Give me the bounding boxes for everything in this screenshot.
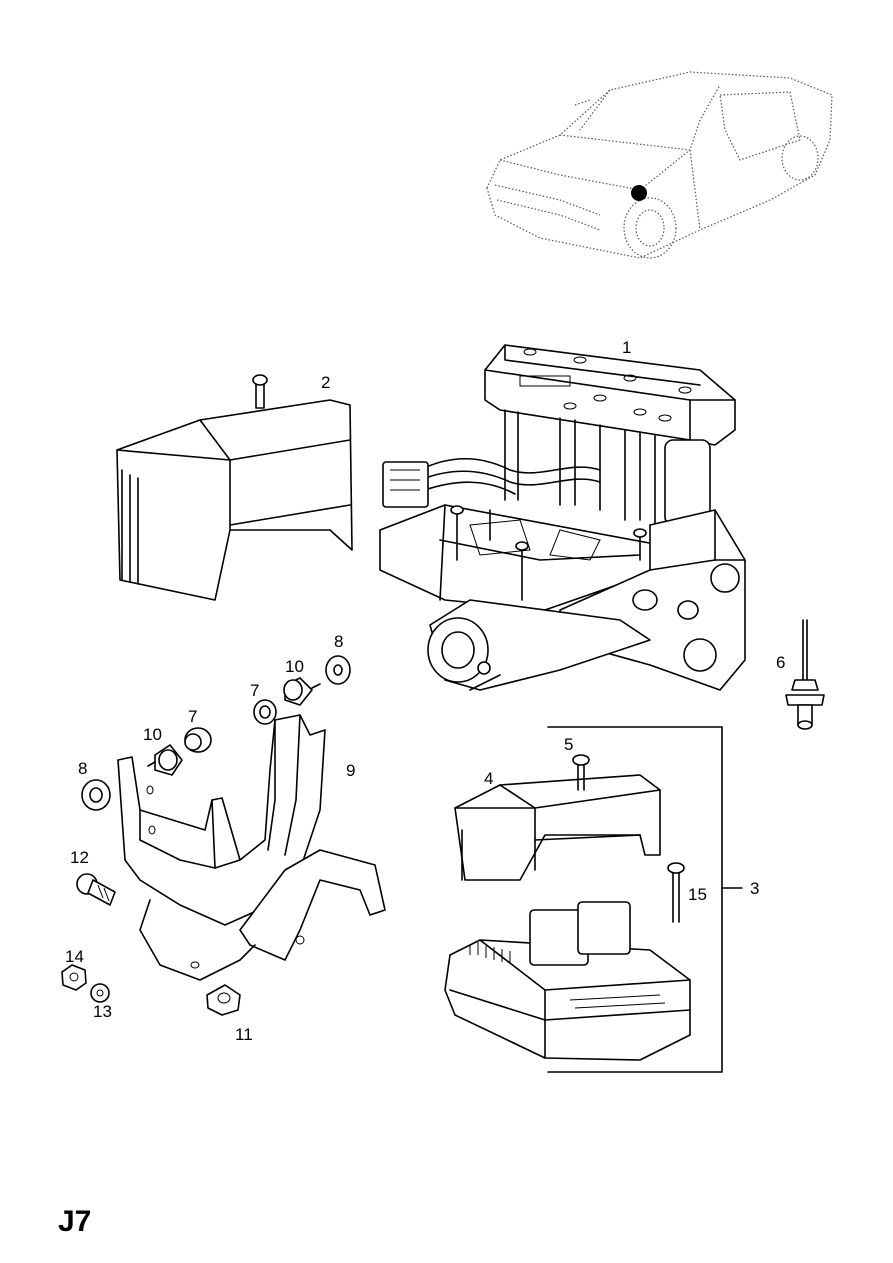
part-3-group-bracket-line: [547, 726, 743, 1073]
page-code: J7: [58, 1205, 92, 1238]
callout-14: 14: [65, 947, 84, 966]
callout-2: 2: [321, 373, 330, 392]
abs-unit-location-marker: [631, 185, 647, 201]
control-unit-base: [444, 901, 691, 1061]
callout-8-upper: 8: [334, 632, 343, 651]
callout-7-lower: 7: [188, 707, 197, 726]
callout-10-lower: 10: [143, 725, 162, 744]
callout-3: 3: [750, 879, 759, 898]
callout-9: 9: [346, 761, 355, 780]
part-7-bush-upper: [253, 699, 277, 725]
vehicle-locator-illustration: [486, 71, 833, 259]
part-8-mount-upper: [325, 655, 351, 685]
part-callouts: 1 2 3 4 5 6 7 7 8 8 9 10 10 11 12 13 14 …: [65, 338, 785, 1044]
part-11-clip: [206, 984, 241, 1016]
part-4-control-unit-cover: [454, 774, 661, 881]
callout-15: 15: [688, 885, 707, 904]
callout-7-upper: 7: [250, 681, 259, 700]
part-10-bush-lower: [147, 744, 183, 776]
callout-8-lower: 8: [78, 759, 87, 778]
part-14-nut: [61, 964, 87, 991]
callout-6: 6: [776, 653, 785, 672]
callout-12: 12: [70, 848, 89, 867]
part-12-bolt: [76, 873, 116, 906]
callout-4: 4: [484, 769, 493, 788]
callout-11: 11: [235, 1025, 253, 1044]
part-15-screw: [667, 862, 685, 923]
part-10-bush-upper: [283, 677, 321, 706]
part-2-cover: [116, 374, 353, 601]
part-5-screw: [572, 754, 590, 791]
part-6-pin: [785, 619, 825, 730]
callout-13: 13: [93, 1002, 112, 1021]
part-9-bracket: [117, 714, 386, 981]
part-13-washer: [90, 983, 110, 1003]
callout-10-upper: 10: [285, 657, 304, 676]
part-7-bush-lower: [184, 727, 212, 753]
part-1-hydraulic-modulator: [379, 344, 746, 691]
callout-5: 5: [564, 735, 573, 754]
part-8-mount-lower: [81, 779, 111, 811]
callout-1: 1: [622, 338, 631, 357]
